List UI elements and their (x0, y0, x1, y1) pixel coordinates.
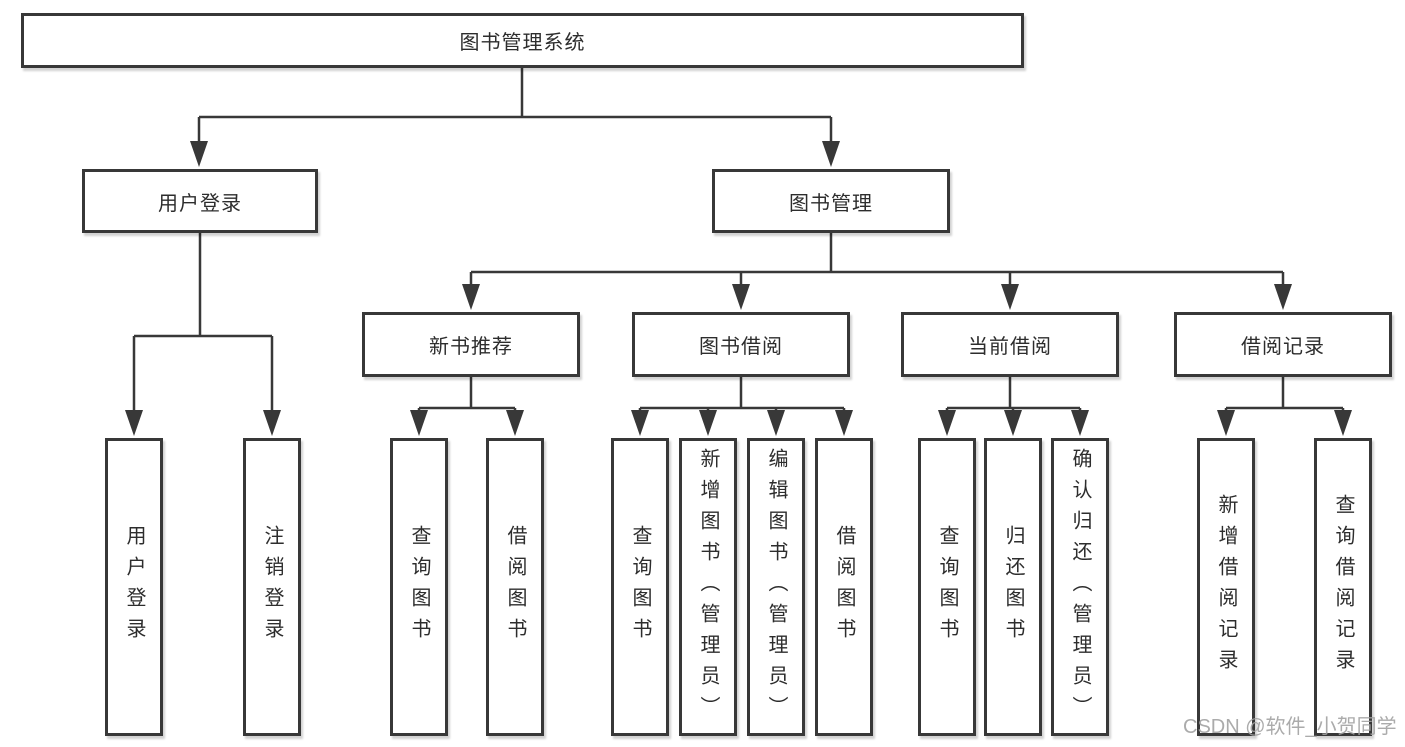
node-book-management: 图书管理 (712, 169, 950, 233)
leaf-cb-confirm-return-admin: 确认归还（管理员） (1051, 438, 1109, 736)
node-borrow-record-label: 借阅记录 (1241, 336, 1325, 358)
leaf-cb-confirm-return-admin-label: 确认归还（管理员） (1069, 447, 1091, 727)
node-new-book-recommend-label: 新书推荐 (429, 336, 513, 358)
leaf-bb-add-book-admin-label: 新增图书（管理员） (697, 447, 719, 727)
node-root-label: 图书管理系统 (459, 32, 586, 54)
leaf-rec-borrow-book-label: 借阅图书 (504, 525, 526, 649)
leaf-br-query-record: 查询借阅记录 (1314, 438, 1372, 736)
leaf-cb-query-book: 查询图书 (918, 438, 976, 736)
leaf-user-login: 用户登录 (105, 438, 163, 736)
node-book-borrow: 图书借阅 (632, 312, 850, 377)
leaf-logout: 注销登录 (243, 438, 301, 736)
leaf-cb-query-book-label: 查询图书 (936, 525, 958, 649)
leaf-logout-label: 注销登录 (261, 525, 283, 649)
leaf-rec-borrow-book: 借阅图书 (486, 438, 544, 736)
csdn-watermark: CSDN @软件_小贺同学 (1183, 716, 1397, 738)
leaf-bb-edit-book-admin-label: 编辑图书（管理员） (765, 447, 787, 727)
leaf-rec-query-book: 查询图书 (390, 438, 448, 736)
leaf-br-add-record: 新增借阅记录 (1197, 438, 1255, 736)
leaf-bb-add-book-admin: 新增图书（管理员） (679, 438, 737, 736)
leaf-rec-query-book-label: 查询图书 (408, 525, 430, 649)
leaf-bb-borrow-book-label: 借阅图书 (833, 525, 855, 649)
leaf-bb-edit-book-admin: 编辑图书（管理员） (747, 438, 805, 736)
node-current-borrow-label: 当前借阅 (968, 336, 1052, 358)
node-borrow-record: 借阅记录 (1174, 312, 1392, 377)
node-new-book-recommend: 新书推荐 (362, 312, 580, 377)
leaf-bb-borrow-book: 借阅图书 (815, 438, 873, 736)
leaf-user-login-label: 用户登录 (123, 525, 145, 649)
node-root-system: 图书管理系统 (21, 13, 1024, 68)
leaf-br-add-record-label: 新增借阅记录 (1215, 494, 1237, 680)
leaf-bb-query-book: 查询图书 (611, 438, 669, 736)
node-user-login: 用户登录 (82, 169, 318, 233)
leaf-cb-return-book: 归还图书 (984, 438, 1042, 736)
leaf-bb-query-book-label: 查询图书 (629, 525, 651, 649)
node-book-borrow-label: 图书借阅 (699, 336, 783, 358)
node-user-login-label: 用户登录 (158, 192, 242, 215)
leaf-br-query-record-label: 查询借阅记录 (1332, 494, 1354, 680)
node-book-management-label: 图书管理 (789, 192, 873, 215)
leaf-cb-return-book-label: 归还图书 (1002, 525, 1024, 649)
node-current-borrow: 当前借阅 (901, 312, 1119, 377)
